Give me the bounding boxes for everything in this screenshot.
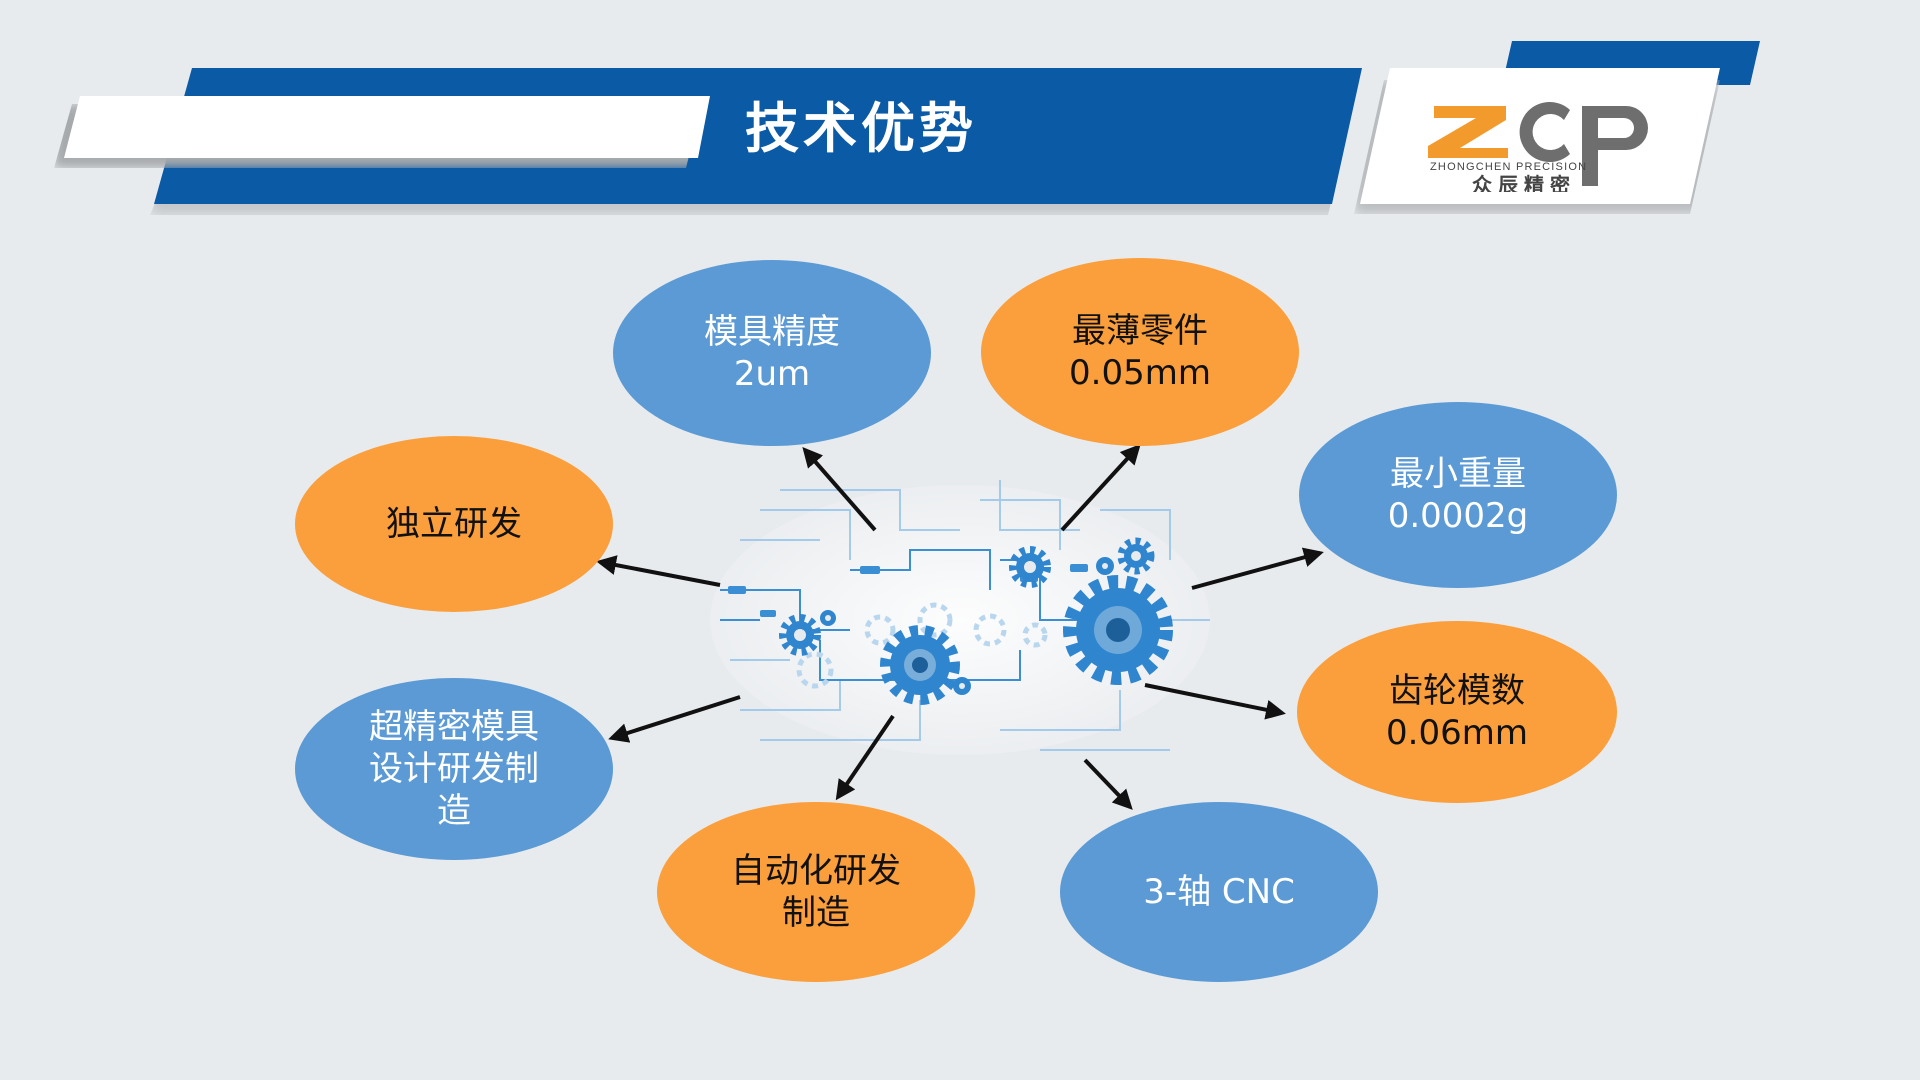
arrow-to-gear-module — [1144, 683, 1286, 720]
arrow-to-thinnest-part — [1060, 444, 1141, 532]
arrow-to-automation — [835, 714, 895, 801]
bubble-text-line: 独立研发 — [386, 504, 522, 544]
logo-z-mark — [1428, 106, 1508, 158]
bubble-thinnest-part: 最薄零件 0.05mm — [981, 258, 1299, 446]
gears-circuit-icon — [710, 480, 1210, 755]
gear-small-top — [1009, 546, 1051, 588]
arrow-to-super-precision — [608, 695, 741, 743]
logo-card — [1360, 68, 1720, 204]
arrow-to-independent-rd — [596, 555, 721, 587]
gear-medium — [880, 625, 960, 705]
arrow-to-min-weight — [1191, 547, 1324, 590]
bubble-text-line: 模具精度 — [704, 312, 840, 352]
banner-white-stripe — [64, 96, 710, 158]
bubble-text-line: 最小重量 — [1390, 454, 1526, 494]
page-title: 技术优势 — [745, 97, 977, 160]
bubble-text-line: 0.06mm — [1386, 713, 1528, 753]
logo-chinese-text: 众辰精密 — [1472, 173, 1576, 192]
bubble-text-line: 设计研发制 — [369, 749, 539, 789]
bubble-text-line: 制造 — [782, 893, 850, 933]
bubble-automation: 自动化研发 制造 — [657, 802, 975, 982]
bubble-min-weight: 最小重量 0.0002g — [1299, 402, 1617, 588]
gear-small-right — [1117, 537, 1155, 575]
bubble-text-line: 0.0002g — [1387, 496, 1529, 536]
bubble-text-line: 3-轴 CNC — [1143, 872, 1295, 912]
logo-c-mark — [1519, 102, 1570, 162]
gear-large — [1063, 575, 1173, 685]
zcp-logo: ZHONGCHEN PRECISION 众辰精密 — [1428, 102, 1648, 192]
arrow-to-mold-precision — [802, 446, 877, 532]
gear-small-left — [779, 614, 821, 656]
logo-p-mark — [1582, 106, 1648, 186]
arrow-to-cnc — [1083, 758, 1133, 810]
bubble-gear-module: 齿轮模数 0.06mm — [1297, 621, 1617, 803]
bubble-text-line: 2um — [733, 354, 811, 394]
bubble-mold-precision: 模具精度 2um — [613, 260, 931, 446]
bubble-independent-rd: 独立研发 — [295, 436, 613, 612]
bubble-cnc: 3-轴 CNC — [1060, 802, 1378, 982]
bubble-text-line: 最薄零件 — [1072, 311, 1208, 351]
bubble-text-line: 造 — [437, 791, 471, 831]
bubble-text-line: 自动化研发 — [731, 851, 901, 891]
logo-english-text: ZHONGCHEN PRECISION — [1430, 161, 1587, 173]
bubble-text-line: 齿轮模数 — [1389, 671, 1525, 711]
bubble-super-precision: 超精密模具 设计研发制 造 — [295, 678, 613, 860]
bubble-text-line: 0.05mm — [1069, 353, 1211, 393]
bubble-text-line: 超精密模具 — [369, 707, 539, 747]
